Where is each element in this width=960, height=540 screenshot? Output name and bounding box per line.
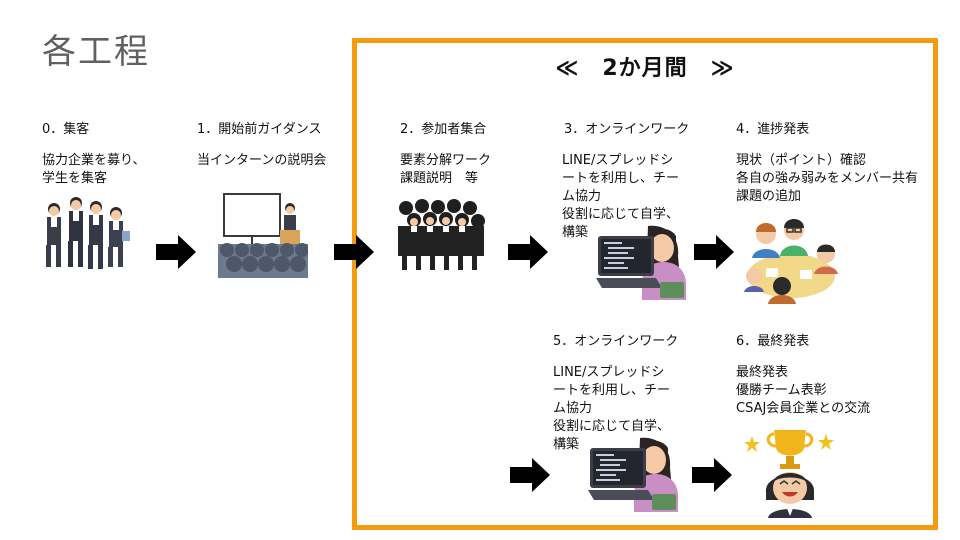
presentation-seminar-illustration <box>218 192 308 278</box>
woman-laptop-coding-illustration <box>596 222 688 300</box>
step-2-description: 要素分解ワーク 課題説明 等 <box>400 152 491 188</box>
desc-line: 要素分解ワーク <box>400 153 492 168</box>
desc-line: 役割に応じて自学、 <box>562 207 680 222</box>
desc-line: LINE/スプレッドシ <box>553 365 665 380</box>
step-3-description: LINE/スプレッドシ ートを利用し、チー ム協力 役割に応じて自学、 構築 <box>562 152 679 242</box>
desc-line: 課題の追加 <box>736 189 802 204</box>
desc-line: 当インターンの説明会 <box>197 153 327 168</box>
business-people-running-illustration <box>40 195 132 275</box>
desc-line: 現状（ポイント）確認 <box>736 153 867 168</box>
step-1-description: 当インターンの説明会 <box>197 152 326 170</box>
flow-arrow <box>692 458 732 492</box>
desc-line: 構築 <box>553 437 580 452</box>
desc-line: CSAJ会員企業との交流 <box>736 401 871 416</box>
step-5-title: 5．オンラインワーク <box>553 334 679 349</box>
desc-line: ム協力 <box>553 401 593 416</box>
step-6-title: 6．最終発表 <box>736 334 810 349</box>
desc-line: ートを利用し、チー <box>553 383 671 398</box>
flow-arrow <box>694 235 734 269</box>
flow-arrow <box>156 235 196 269</box>
desc-line: ム協力 <box>562 189 602 204</box>
period-label: ≪ 2か月間 ≫ <box>555 56 735 81</box>
woman-laptop-coding-illustration <box>588 434 680 512</box>
desc-line: 役割に応じて自学、 <box>553 419 671 434</box>
flow-arrow <box>334 235 374 269</box>
trophy-winner-illustration <box>744 426 836 518</box>
flow-arrow <box>510 458 550 492</box>
two-month-period-frame <box>352 38 938 530</box>
students-group-illustration <box>396 198 486 270</box>
desc-line: LINE/スプレッドシ <box>562 153 674 168</box>
page-title: 各工程 <box>42 32 150 72</box>
step-4-title: 4．進捗発表 <box>736 122 810 137</box>
desc-line: 各自の強み弱みをメンバー共有 <box>736 171 919 186</box>
step-2-title: 2．参加者集合 <box>400 122 487 137</box>
step-3-title: 3．オンラインワーク <box>564 122 690 137</box>
step-4-description: 現状（ポイント）確認 各自の強み弱みをメンバー共有 課題の追加 <box>736 152 918 206</box>
step-5-description: LINE/スプレッドシ ートを利用し、チー ム協力 役割に応じて自学、 構築 <box>553 364 670 454</box>
desc-line: 構築 <box>562 225 589 240</box>
desc-line: 課題説明 等 <box>400 171 479 186</box>
step-1-title: 1．開始前ガイダンス <box>197 122 322 137</box>
step-0-description: 協力企業を募り、 学生を集客 <box>42 152 145 188</box>
desc-line: ートを利用し、チー <box>562 171 680 186</box>
desc-line: 協力企業を募り、 <box>42 153 146 168</box>
flow-arrow <box>508 235 548 269</box>
step-0-title: 0．集客 <box>42 122 90 137</box>
desc-line: 学生を集客 <box>42 171 108 186</box>
desc-line: 最終発表 <box>736 365 789 380</box>
desc-line: 優勝チーム表彰 <box>736 383 827 398</box>
team-meeting-illustration <box>744 214 838 304</box>
step-6-description: 最終発表 優勝チーム表彰 CSAJ会員企業との交流 <box>736 364 870 418</box>
